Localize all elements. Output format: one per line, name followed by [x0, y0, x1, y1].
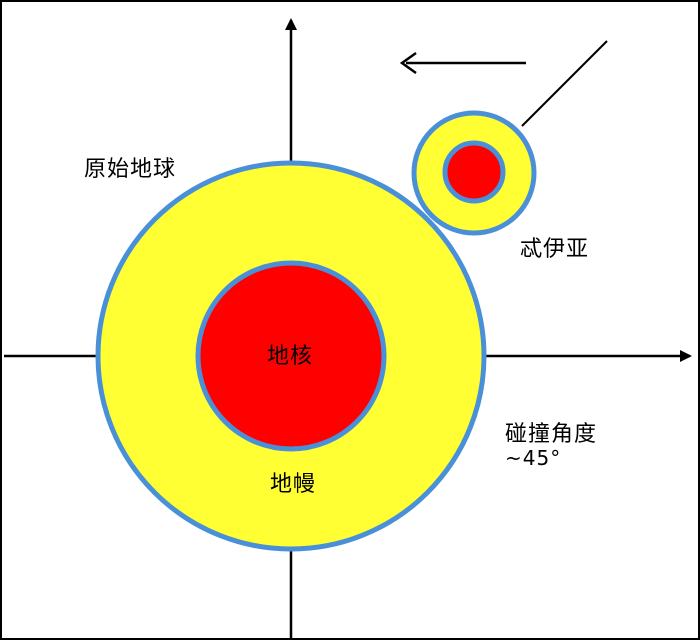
mantle-label: 地幔	[270, 472, 317, 497]
core-label: 地核	[267, 344, 314, 369]
arrow-left-icon	[399, 51, 526, 75]
impact-angle-line	[521, 40, 608, 127]
primordial-earth-core	[195, 260, 387, 452]
impact-angle-label: 碰撞角度	[505, 422, 598, 447]
primordial-earth-label: 原始地球	[84, 157, 177, 182]
impact-angle-value: ~45°	[505, 446, 562, 470]
theia-label: 忒伊亚	[520, 237, 590, 262]
theia-core	[442, 140, 506, 204]
